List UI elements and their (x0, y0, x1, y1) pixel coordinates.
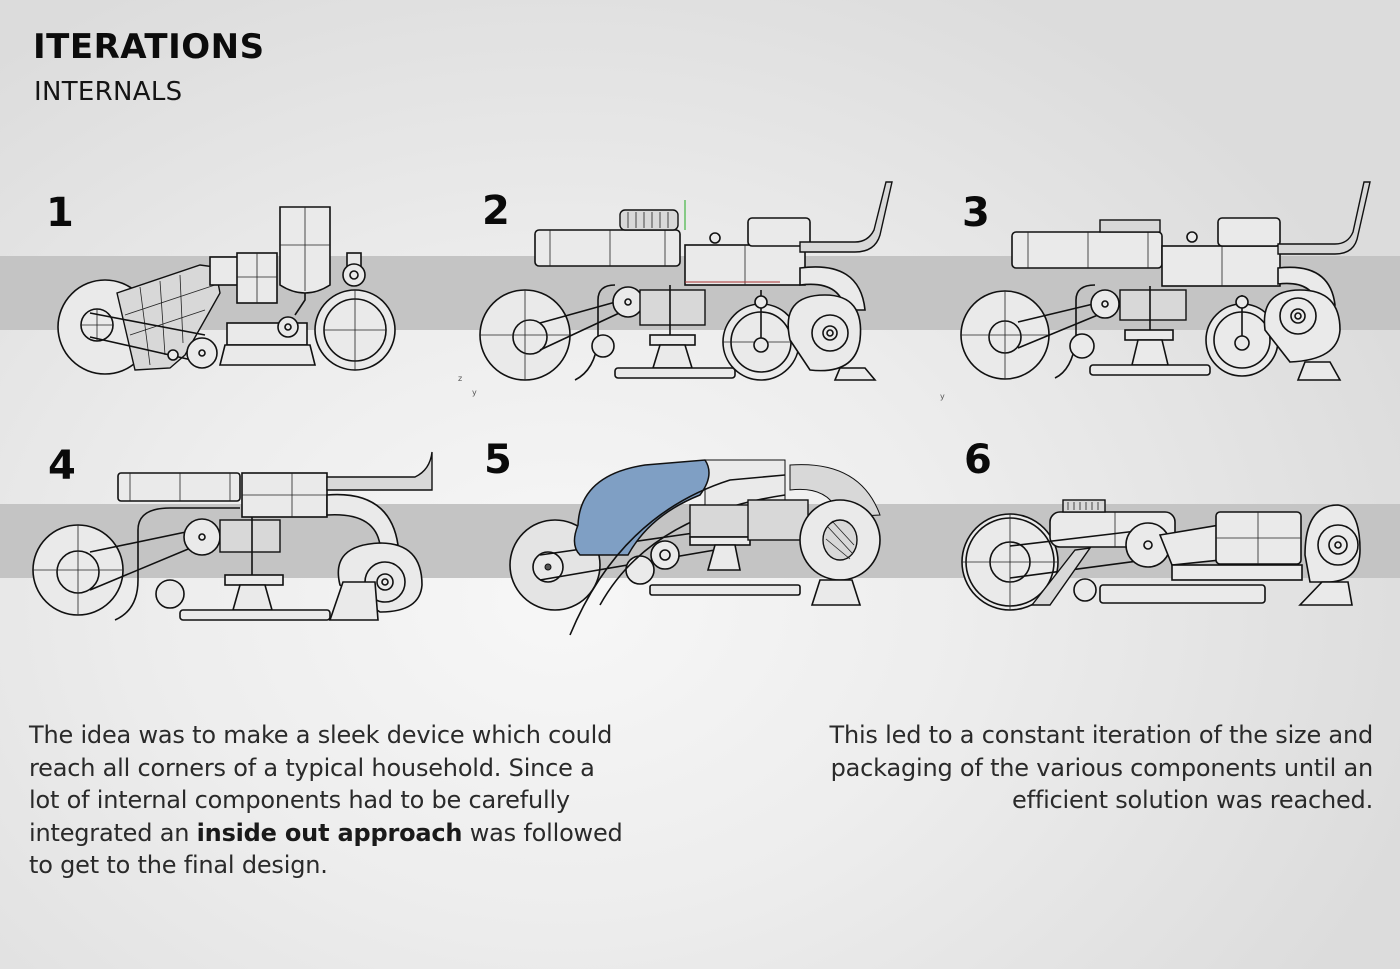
intro-line-1: The idea was to make a sleek device whic… (29, 721, 613, 749)
front-wheel (1205, 295, 1279, 377)
fan-housing (328, 542, 423, 621)
water-tank (534, 200, 686, 267)
iteration-number-2: 2 (482, 188, 510, 234)
iteration-number-3: 3 (962, 190, 990, 236)
iteration-2-drawing (479, 180, 900, 381)
hose (799, 181, 893, 311)
cone-brush (116, 256, 241, 371)
tank (279, 206, 331, 316)
intro-line-5: to get to the final design. (29, 851, 328, 879)
axis-y-label-3: y (940, 392, 945, 401)
brush-assembly (1069, 286, 1211, 376)
belt (1009, 522, 1171, 606)
rear-wheel (32, 507, 240, 621)
water-tank (1011, 219, 1163, 269)
emphasis-inside-out-approach: inside out approach (196, 818, 463, 847)
intro-paragraph: The idea was to make a sleek device whic… (29, 719, 689, 882)
axis-y-label-2: y (472, 388, 477, 397)
hose (1277, 181, 1371, 306)
highlighted-shell (569, 459, 786, 636)
conclusion-line-1: This led to a constant iteration of the … (829, 721, 1373, 749)
chassis (1161, 217, 1281, 287)
fan-housing (787, 294, 877, 381)
water-tank (117, 472, 241, 502)
fan-housing (799, 499, 881, 606)
front-wheel (722, 290, 800, 381)
belt (89, 312, 218, 369)
brush-assembly (649, 499, 809, 596)
page-title: ITERATIONS (33, 27, 265, 67)
intro-line-4-start: integrated an (29, 818, 197, 847)
intro-line-4: integrated an inside out approach was fo… (29, 817, 689, 850)
iteration-4-drawing (30, 450, 440, 630)
iteration-3-drawing (960, 180, 1380, 381)
conclusion-line-3: efficient solution was reached. (1012, 786, 1373, 814)
chassis (684, 217, 811, 286)
conclusion-paragraph: This led to a constant iteration of the … (753, 719, 1373, 817)
iteration-number-4: 4 (48, 443, 76, 489)
front-wheel (277, 252, 396, 371)
iteration-1-drawing (55, 205, 405, 375)
iteration-6-drawing (960, 490, 1361, 615)
brush-assembly (591, 285, 736, 379)
page-subtitle: INTERNALS (34, 77, 183, 107)
iteration-number-1: 1 (46, 190, 74, 236)
intro-line-4-end: was followed (462, 818, 623, 847)
rear-wheel (479, 284, 644, 381)
body-module (1099, 511, 1303, 604)
chassis (241, 472, 328, 518)
iteration-number-5: 5 (484, 437, 512, 483)
iteration-5-drawing (500, 455, 900, 636)
axis-z-label-2: z (458, 374, 463, 383)
intro-line-2: reach all corners of a typical household… (29, 753, 595, 782)
brush-assembly (155, 517, 331, 621)
fan-housing (1263, 289, 1342, 381)
rear-wheel (960, 284, 1120, 380)
fan-housing (1298, 504, 1361, 606)
rear-wheel (961, 513, 1059, 611)
intro-line-3: lot of internal components had to be car… (29, 786, 570, 814)
hose (326, 451, 433, 546)
iteration-number-6: 6 (964, 437, 992, 483)
conclusion-line-2: packaging of the various components unti… (830, 753, 1374, 782)
